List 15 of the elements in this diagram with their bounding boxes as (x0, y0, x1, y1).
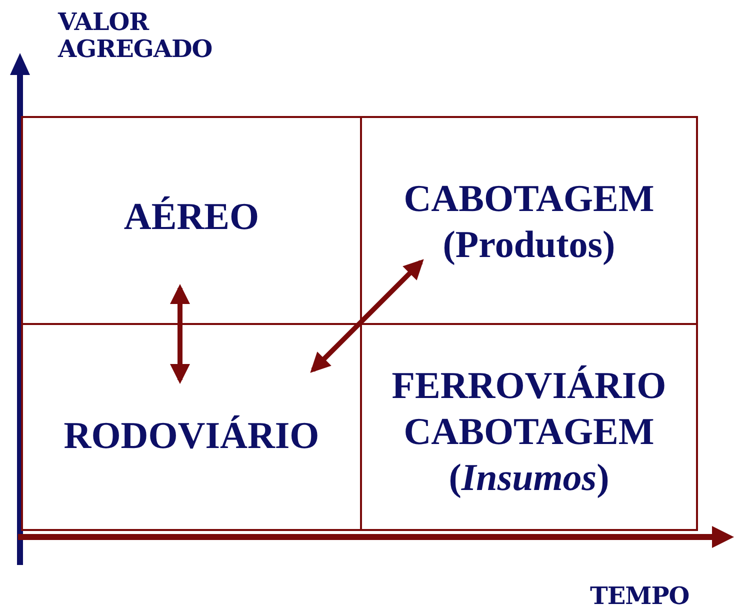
quadrant-cell (21, 323, 362, 531)
quadrant-label: FERROVIÁRIO (392, 364, 666, 409)
axis-label: VALOR AGREGADO (58, 8, 214, 62)
axis-label: TEMPO (590, 582, 690, 609)
quadrant-cell (21, 116, 362, 325)
quadrant-label: (Produtos) (442, 223, 616, 268)
quadrant-cell (360, 116, 698, 325)
quadrant-label: CABOTAGEM (404, 177, 654, 222)
quadrant-label: (Insumos) (448, 456, 610, 501)
double-arrow (170, 284, 190, 384)
quadrant-cell (360, 323, 698, 531)
quadrant-label: AÉREO (124, 194, 260, 240)
quadrant-label: CABOTAGEM (404, 410, 654, 455)
quadrant-label: RODOVIÁRIO (64, 414, 320, 459)
double-arrow (310, 259, 424, 373)
